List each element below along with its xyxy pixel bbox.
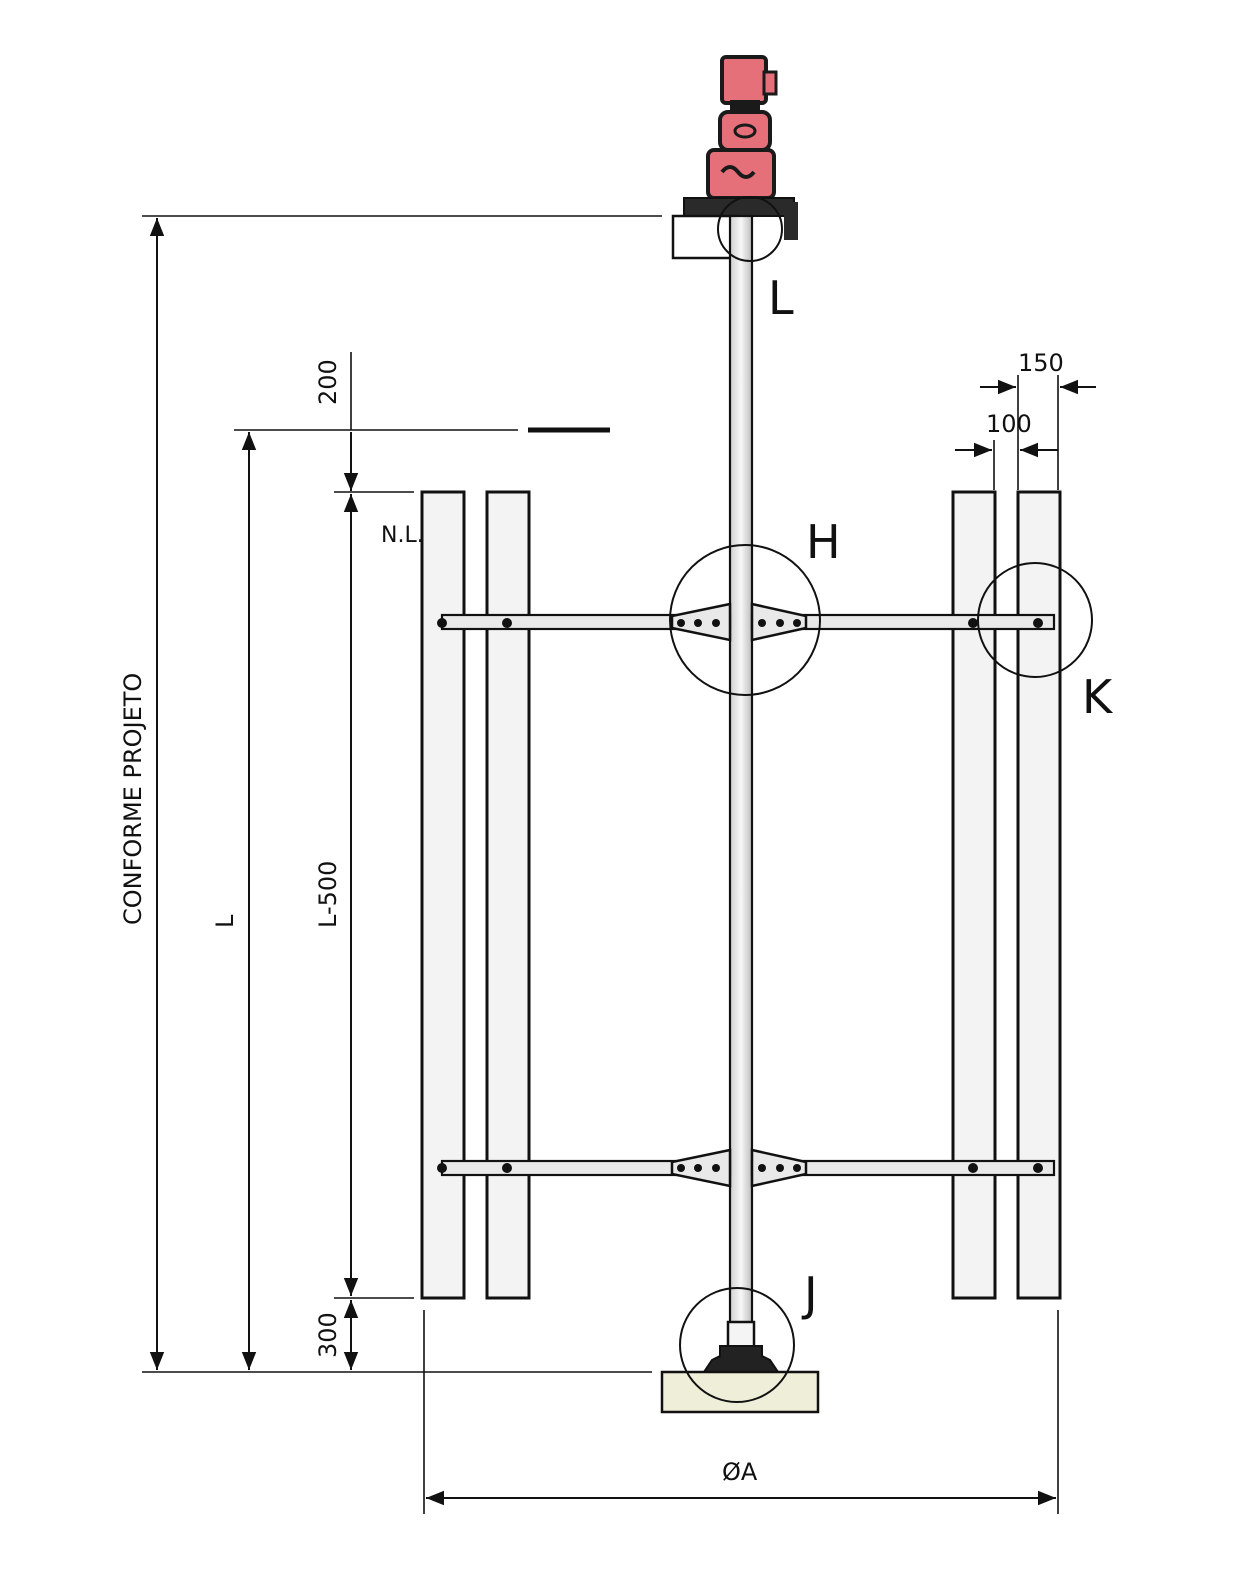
gearbox-detail (720, 165, 756, 179)
coupling-housing (718, 110, 772, 152)
bolt (502, 618, 512, 628)
bolt (712, 1164, 720, 1172)
bolt (694, 1164, 702, 1172)
arm-lower (437, 1148, 1056, 1188)
liquid-level-label: N.L. (381, 523, 424, 548)
bolt (793, 1164, 801, 1172)
dimension-label-300: 300 (314, 1312, 342, 1358)
bearing-foot (702, 1345, 780, 1373)
bolt (968, 618, 978, 628)
dimension-label-diameter: ØA (722, 1458, 758, 1486)
bolt (758, 619, 766, 627)
motor-body (720, 55, 768, 105)
detail-circle-bottom (679, 1287, 795, 1403)
dimension-length: L (211, 429, 518, 1370)
bolt (694, 619, 702, 627)
bracket-clamp (784, 202, 798, 240)
detail-label-top: L (768, 271, 794, 325)
bolt (677, 619, 685, 627)
dimension-diameter: ØA (423, 1310, 1059, 1514)
bolt (502, 1163, 512, 1173)
bolt (968, 1163, 978, 1173)
bolt (776, 1164, 784, 1172)
bolt (1033, 1163, 1043, 1173)
motor-terminal-box (762, 70, 778, 96)
detail-circle-tip (977, 562, 1093, 678)
coupling-symbol (733, 123, 757, 139)
motor-drive-assembly (683, 55, 798, 240)
blade-right-inner (951, 490, 997, 1300)
dimension-overall-height: CONFORME PROJETO (119, 215, 662, 1373)
bottom-bearing-assembly (660, 1320, 820, 1414)
dimension-label-200: 200 (314, 359, 342, 405)
bolt (1033, 618, 1043, 628)
dimension-label-blade-length: L-500 (314, 861, 342, 928)
bearing-sleeve (726, 1320, 756, 1350)
bolt (776, 619, 784, 627)
bolt (793, 619, 801, 627)
motor-flange (730, 100, 760, 112)
dimension-label-overall: CONFORME PROJETO (119, 673, 147, 925)
detail-label-bottom: J (801, 1267, 818, 1321)
blade-left-outer (420, 490, 466, 1300)
dimension-blade-widths: 150 100 (955, 349, 1096, 490)
detail-circle-hub (669, 544, 821, 696)
detail-circle-top (717, 196, 783, 262)
dimension-label-length: L (211, 914, 239, 928)
bolt (758, 1164, 766, 1172)
bolt (437, 1163, 447, 1173)
base-plate (660, 1370, 820, 1414)
detail-label-tip: K (1082, 670, 1114, 724)
detail-label-hub: H (806, 515, 841, 569)
dimension-blade-column: 200 L-500 300 N.L. (314, 352, 424, 1370)
bolt (437, 618, 447, 628)
dimension-label-150: 150 (1018, 349, 1064, 377)
blades-right (951, 490, 1062, 1300)
blade-right-outer (1016, 490, 1062, 1300)
agitator-shaft (728, 214, 754, 1348)
bolt (677, 1164, 685, 1172)
bolt (712, 619, 720, 627)
blades-left (420, 490, 531, 1300)
dimension-label-100: 100 (986, 410, 1032, 438)
blade-left-inner (485, 490, 531, 1300)
